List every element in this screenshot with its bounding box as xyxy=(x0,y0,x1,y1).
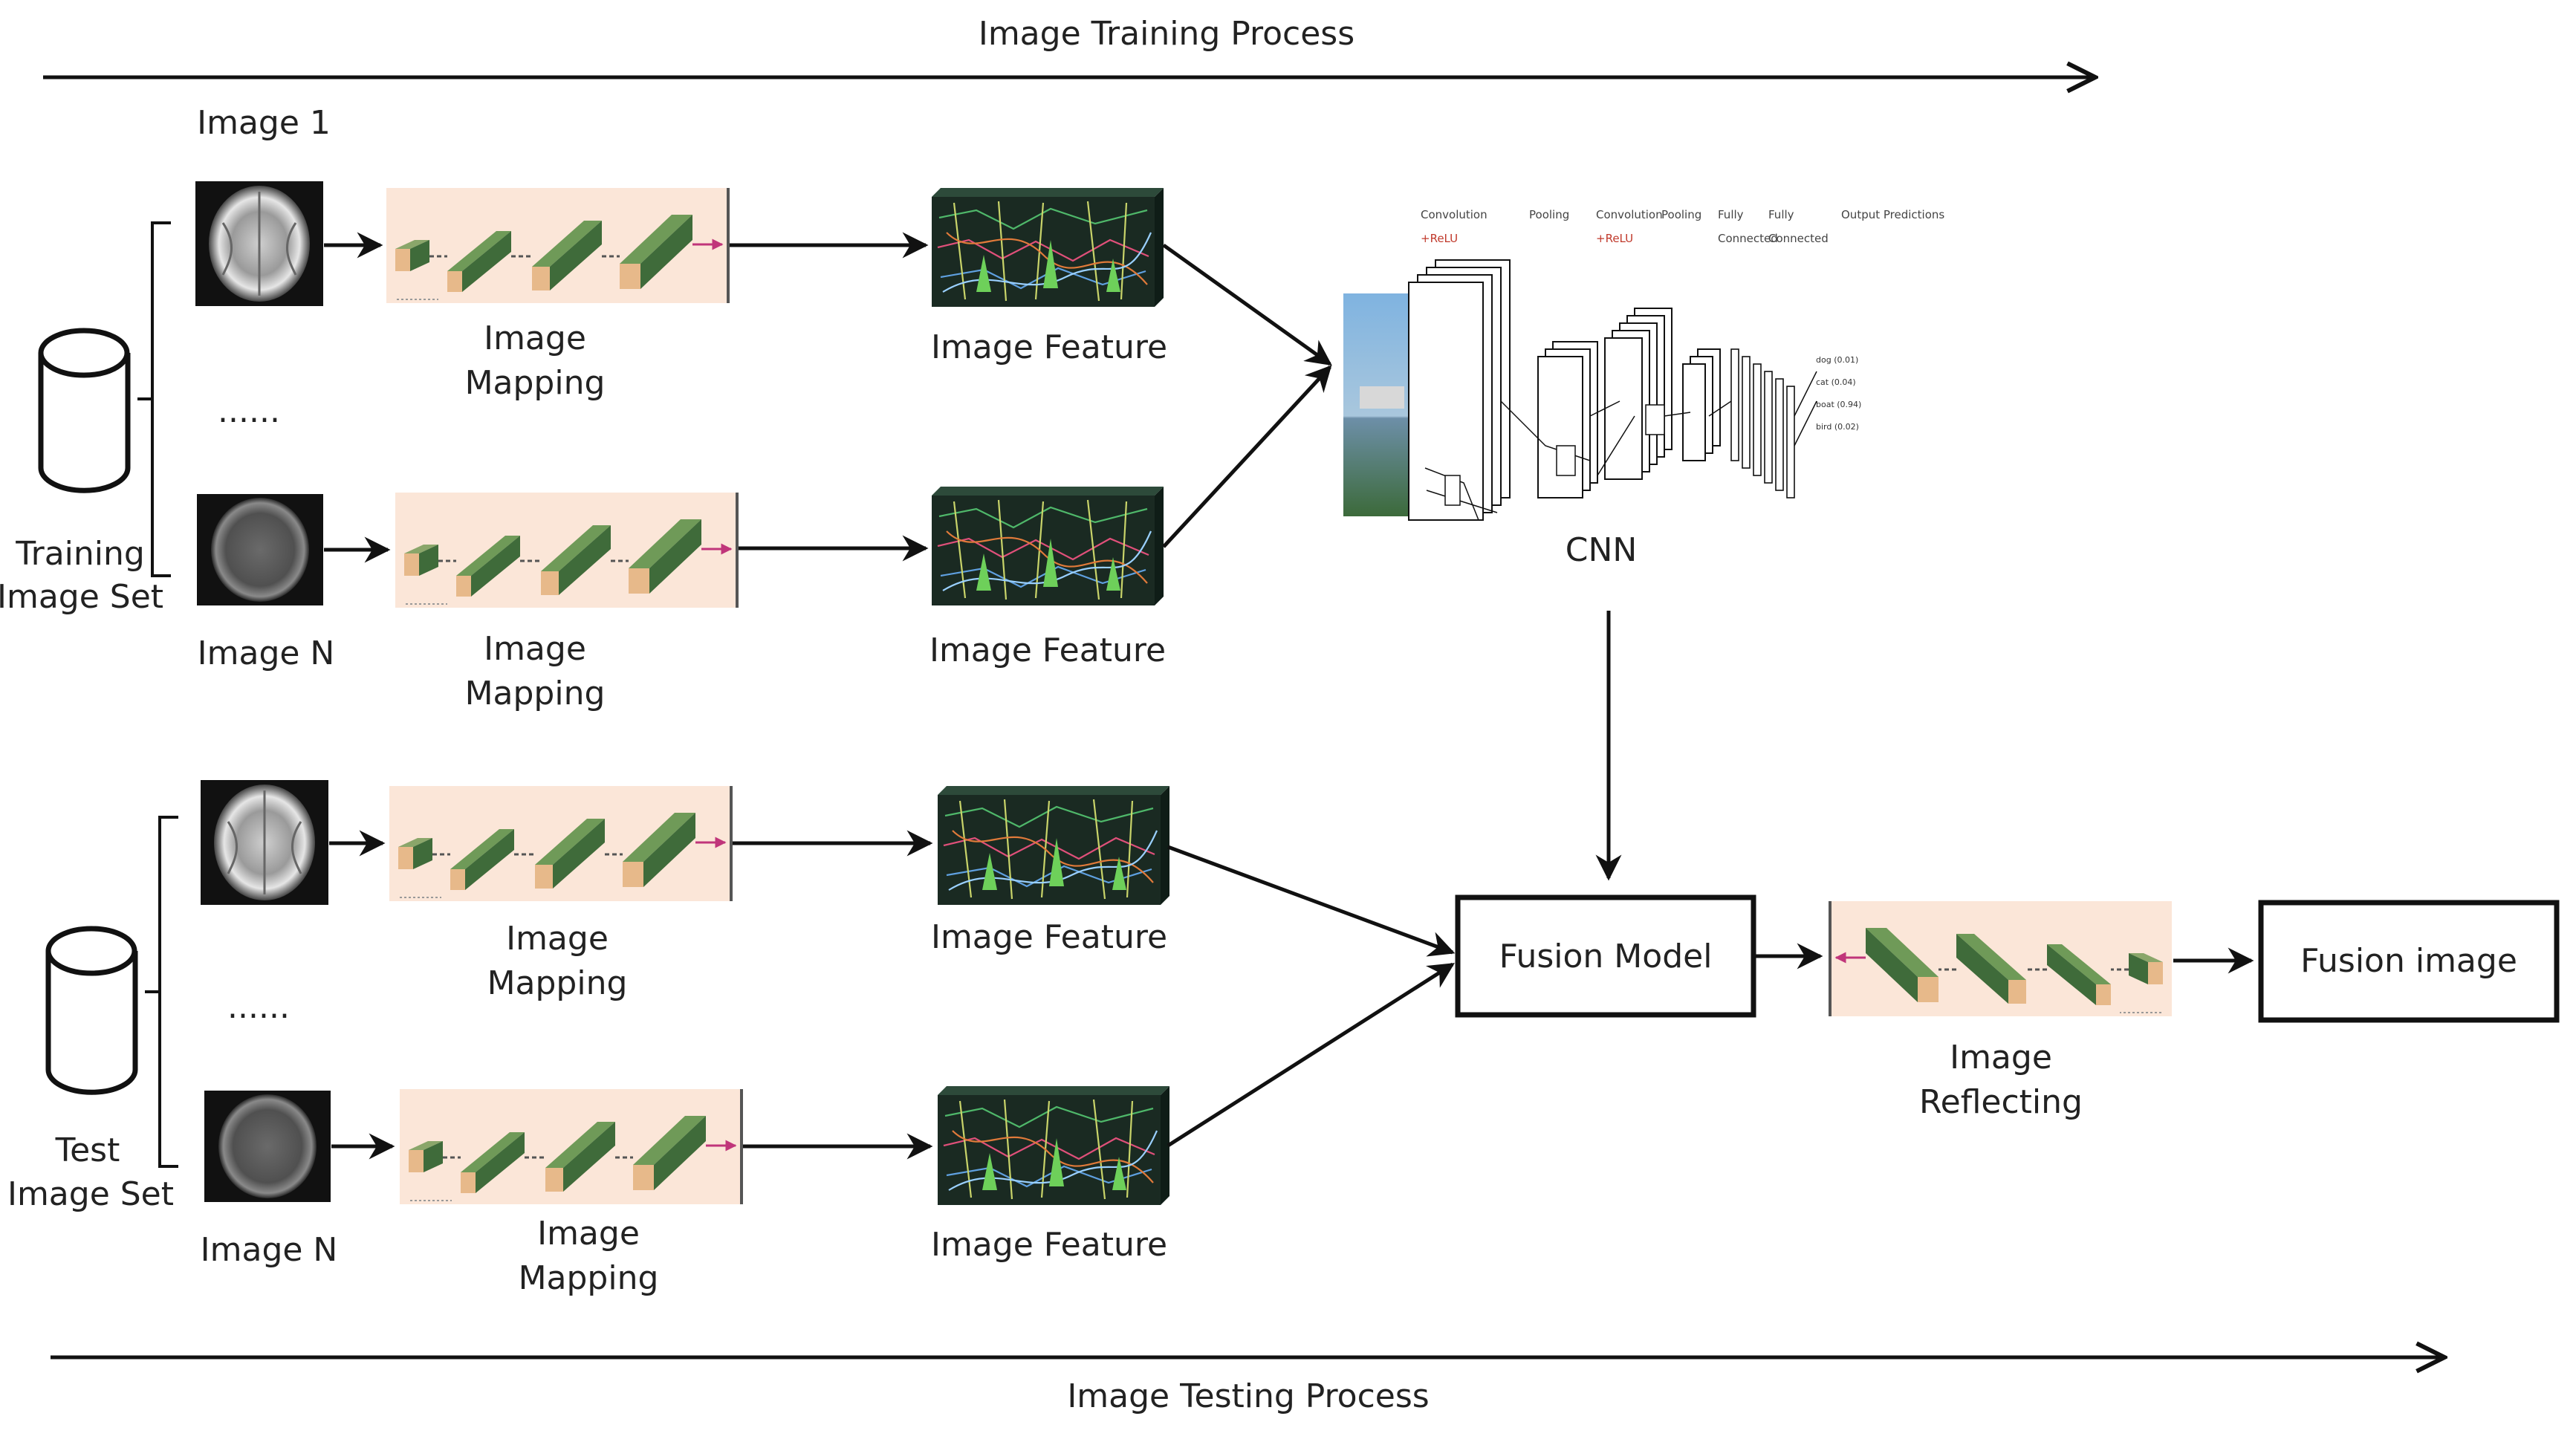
cnn-layer-label: Connected xyxy=(1718,232,1778,245)
arrow-featureN-to-cnn xyxy=(1162,365,1332,548)
test-feature-1-label: Image Feature xyxy=(931,918,1167,956)
training-image-last-label: Image N xyxy=(198,634,335,672)
training-image-first-label: Image 1 xyxy=(197,104,331,142)
training-mapping-n-line2: Mapping xyxy=(465,675,606,712)
test-feature-map-n xyxy=(936,1085,1171,1206)
training-process-label: Image Training Process xyxy=(979,15,1354,53)
test-mapping-n-line2: Mapping xyxy=(519,1259,659,1297)
cnn-layer-label: Pooling xyxy=(1529,208,1569,221)
fusion-image-label: Fusion image xyxy=(2300,942,2517,980)
cnn-layer-label: Fully xyxy=(1768,208,1794,221)
training-feature-map-1 xyxy=(930,186,1165,308)
training-mapping-1-line2: Mapping xyxy=(465,364,606,402)
training-mri-image-1 xyxy=(195,181,323,306)
training-set-database-icon xyxy=(38,328,131,493)
test-ellipsis: ...... xyxy=(227,988,290,1026)
training-mapping-n-line1: Image xyxy=(484,630,586,668)
training-ellipsis: ...... xyxy=(218,392,280,430)
reflecting-label-line1: Image xyxy=(1950,1039,2052,1076)
test-set-bracket xyxy=(145,816,178,1168)
test-set-label-line2: Image Set xyxy=(7,1175,174,1213)
test-set-database-icon xyxy=(45,926,138,1095)
test-set-label-line1: Test xyxy=(55,1131,120,1169)
reflecting-label-line2: Reflecting xyxy=(1919,1083,2083,1121)
training-set-label-line1: Training xyxy=(15,535,145,573)
training-feature-n-label: Image Feature xyxy=(929,631,1166,669)
test-mapping-1-line1: Image xyxy=(506,920,609,958)
cnn-layer-label: Convolution xyxy=(1421,208,1487,221)
cnn-output-label: dog (0.01) xyxy=(1816,355,1858,365)
image-reflecting-block xyxy=(1830,901,2172,1016)
cnn-layer-label: Fully xyxy=(1718,208,1744,221)
cnn-layer-label: +ReLU xyxy=(1421,232,1458,245)
fusion-model-box xyxy=(1455,894,1756,1018)
test-feature-n-label: Image Feature xyxy=(931,1226,1167,1264)
test-mri-image-1 xyxy=(201,780,328,905)
test-mapping-1-line2: Mapping xyxy=(487,964,628,1002)
fusion-model-label: Fusion Model xyxy=(1499,938,1713,975)
cnn-layer-label: Output Predictions xyxy=(1841,208,1944,221)
training-mri-image-n xyxy=(197,494,323,605)
arrow-test-featureN-to-fusion xyxy=(1167,962,1455,1148)
test-mapping-block-1 xyxy=(389,786,731,901)
cnn-label: CNN xyxy=(1566,531,1638,569)
arrow-feature1-to-cnn xyxy=(1162,243,1332,366)
cnn-output-label: cat (0.04) xyxy=(1816,377,1856,387)
training-set-bracket xyxy=(137,221,171,577)
training-feature-map-n xyxy=(930,485,1165,607)
training-mapping-block-n xyxy=(395,493,737,608)
cnn-layer-label: Pooling xyxy=(1661,208,1701,221)
test-feature-map-1 xyxy=(936,785,1171,906)
cnn-output-label: bird (0.02) xyxy=(1816,422,1859,432)
test-mapping-n-line1: Image xyxy=(537,1215,640,1253)
training-mapping-1-line1: Image xyxy=(484,319,586,357)
training-feature-1-label: Image Feature xyxy=(931,328,1167,366)
cnn-output-label: boat (0.94) xyxy=(1816,400,1861,409)
test-mapping-block-n xyxy=(400,1089,742,1204)
cnn-output-labels: dog (0.01) cat (0.04) boat (0.94) bird (0.0… xyxy=(1816,355,1861,432)
training-mapping-block-1 xyxy=(386,188,728,303)
cnn-illustration xyxy=(1343,259,1817,521)
arrow-test-feature1-to-fusion xyxy=(1167,845,1456,957)
training-set-label-line2: Image Set xyxy=(0,578,163,616)
test-image-last-label: Image N xyxy=(201,1231,338,1269)
cnn-layer-label: +ReLU xyxy=(1596,232,1633,245)
testing-process-label: Image Testing Process xyxy=(1067,1377,1429,1415)
test-mri-image-n xyxy=(204,1091,331,1202)
cnn-layer-label: Convolution xyxy=(1596,208,1663,221)
cnn-layer-label: Connected xyxy=(1768,232,1829,245)
fusion-image-box xyxy=(2258,900,2560,1023)
